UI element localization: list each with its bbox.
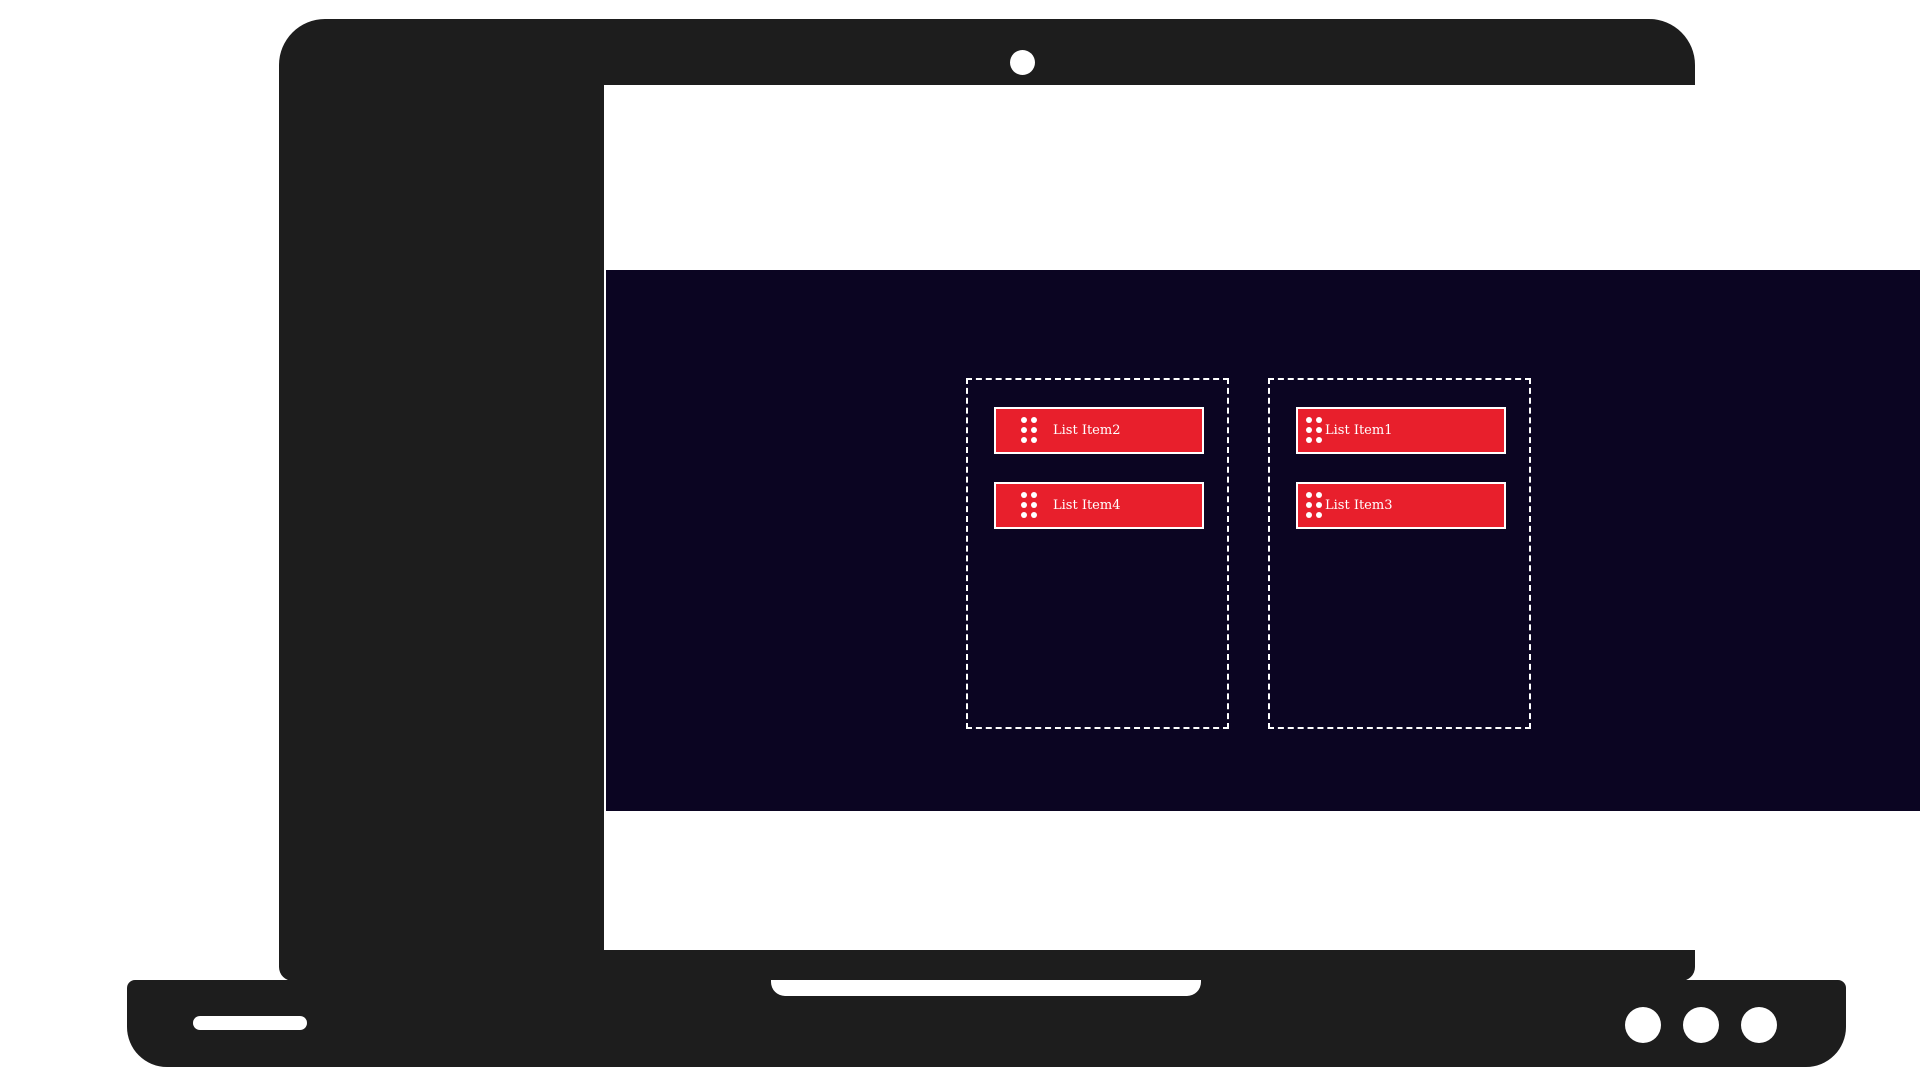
list-item[interactable]: List Item1 xyxy=(1296,407,1506,454)
drop-zone-left[interactable]: List Item2 List Item4 xyxy=(966,378,1229,729)
drag-handle-icon[interactable] xyxy=(1306,492,1326,520)
laptop-base xyxy=(127,980,1846,1067)
hinge-notch xyxy=(771,980,1201,996)
list-item[interactable]: List Item2 xyxy=(994,407,1204,454)
drag-handle-icon[interactable] xyxy=(1021,417,1041,445)
list-item-label: List Item2 xyxy=(1053,423,1121,438)
indicator-light-icon xyxy=(1625,1007,1661,1043)
drag-drop-board: List Item2 List Item4 xyxy=(606,270,1920,811)
list-item-label: List Item4 xyxy=(1053,498,1121,513)
laptop-screen: List Item2 List Item4 xyxy=(604,85,1920,950)
drag-handle-icon[interactable] xyxy=(1306,417,1326,445)
base-slot xyxy=(193,1016,307,1030)
drop-zone-right[interactable]: List Item1 List Item3 xyxy=(1268,378,1531,729)
laptop-lid: List Item2 List Item4 xyxy=(279,19,1920,981)
list-item-label: List Item1 xyxy=(1325,423,1393,438)
list-item[interactable]: List Item3 xyxy=(1296,482,1506,529)
drag-handle-icon[interactable] xyxy=(1021,492,1041,520)
list-item[interactable]: List Item4 xyxy=(994,482,1204,529)
indicator-light-icon xyxy=(1683,1007,1719,1043)
webcam-icon xyxy=(1010,50,1035,75)
list-item-label: List Item3 xyxy=(1325,498,1393,513)
indicator-light-icon xyxy=(1741,1007,1777,1043)
